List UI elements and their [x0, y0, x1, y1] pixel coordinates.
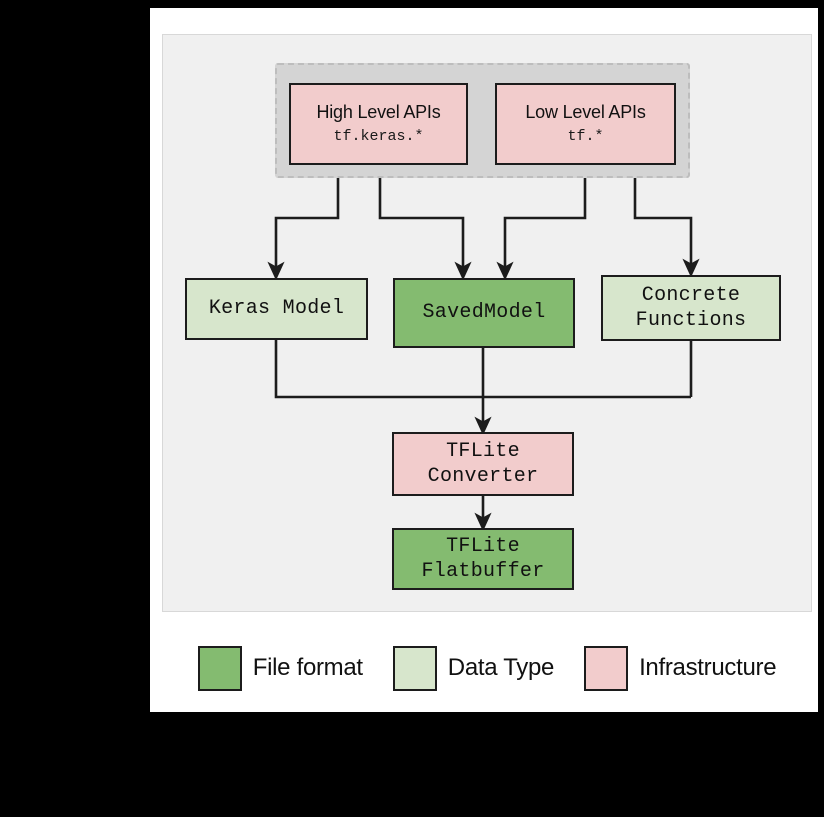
node-keras-model-label: Keras Model [208, 297, 345, 321]
legend-label-data-type: Data Type [447, 654, 555, 681]
node-concrete-functions[interactable]: Concrete Functions [601, 275, 781, 341]
legend-swatch-infrastructure [584, 645, 629, 691]
legend-label-file-format: File format [252, 654, 363, 681]
node-tflite-converter-label-line2: Converter [427, 465, 539, 488]
node-tflite-converter[interactable]: TFLite Converter [392, 432, 574, 496]
legend-swatch-file-format [197, 645, 242, 691]
legend-item-infrastructure: Infrastructure [584, 645, 777, 691]
node-concrete-functions-label-line2: Functions [635, 309, 747, 332]
figure-card: High Level APIs tf.keras.* Low Level API… [150, 8, 818, 712]
node-low-level-apis[interactable]: Low Level APIs tf.* [495, 83, 676, 165]
legend: File format Data Type Infrastructure [162, 632, 812, 704]
node-high-level-apis-title: High Level APIs [316, 102, 441, 123]
node-savedmodel[interactable]: SavedModel [393, 278, 575, 348]
node-low-level-apis-subtitle: tf.* [567, 128, 604, 146]
node-tflite-flatbuffer[interactable]: TFLite Flatbuffer [392, 528, 574, 590]
legend-label-infrastructure: Infrastructure [639, 654, 777, 681]
node-high-level-apis[interactable]: High Level APIs tf.keras.* [289, 83, 468, 165]
node-low-level-apis-title: Low Level APIs [525, 102, 646, 123]
node-savedmodel-label: SavedModel [422, 301, 546, 325]
legend-item-data-type: Data Type [392, 645, 555, 691]
legend-swatch-data-type [392, 645, 437, 691]
node-tflite-flatbuffer-label-line1: TFLite [446, 535, 520, 558]
node-high-level-apis-subtitle: tf.keras.* [333, 128, 424, 146]
legend-item-file-format: File format [197, 645, 363, 691]
node-concrete-functions-label-line1: Concrete [641, 284, 741, 307]
node-tflite-converter-label-line1: TFLite [446, 440, 520, 463]
node-tflite-flatbuffer-label-line2: Flatbuffer [421, 560, 545, 583]
node-keras-model[interactable]: Keras Model [185, 278, 368, 340]
